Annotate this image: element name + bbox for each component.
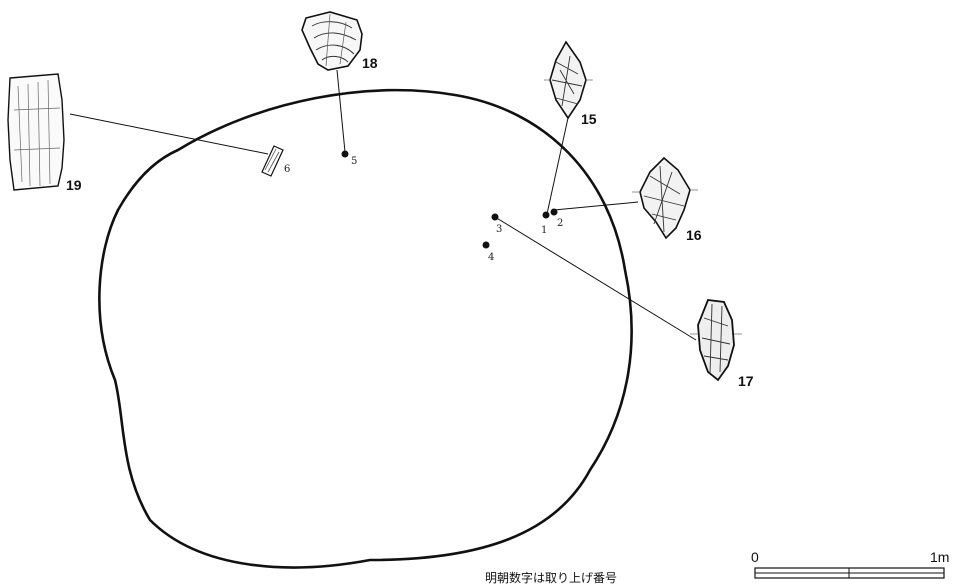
artifact-label-18: 18 [362,55,378,71]
leader-lines [69,69,697,341]
artifact-label-15: 15 [581,111,597,127]
artifact-label-16: 16 [686,227,702,243]
artifact-label-19: 19 [66,177,82,193]
arrowhead-icon [632,156,698,240]
find-point-label: 4 [488,252,494,263]
stone-tool-icon [690,299,742,382]
bone-fragment-icon [261,145,284,177]
find-point-label: 5 [351,156,357,167]
leader-line-16 [553,201,639,211]
artifact-label-17: 17 [738,373,754,389]
whetstone-icon [7,73,65,191]
find-point-label: 6 [284,164,290,175]
find-point-1 [542,211,550,219]
find-point-label: 3 [496,224,502,235]
find-point-label: 2 [557,218,563,229]
find-point-label: 1 [541,225,547,236]
find-point-2 [550,208,558,216]
leader-line-17 [494,216,697,341]
scale-bar-end-label: 1m [930,549,949,565]
scale-bar-start-label: 0 [751,549,759,565]
find-point-3 [491,213,499,221]
stone-flake-icon [301,11,363,71]
leader-line-18 [336,69,346,153]
find-point-5 [341,150,349,158]
pit-outline [98,88,633,569]
leader-line-15 [546,117,569,215]
figure-note: 明朝数字は取り上げ番号 [485,570,617,585]
leader-line-19 [69,113,269,155]
scale-bar: 0 1m [751,549,949,579]
arrowhead-icon [544,40,593,120]
find-points: 1 2 3 4 5 6 [284,150,563,263]
find-point-4 [482,241,490,249]
